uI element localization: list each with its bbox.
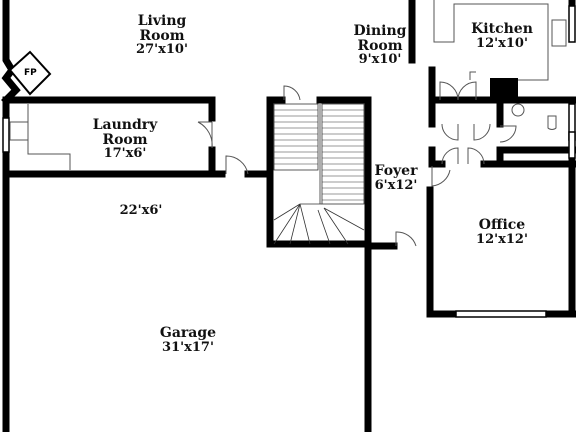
toilet	[547, 115, 557, 130]
office-label: Office 12'x12'	[462, 218, 542, 246]
bath-sink	[511, 103, 525, 117]
window-office-bottom	[455, 310, 547, 318]
stair-flight-left	[273, 103, 319, 171]
laundry-counter	[27, 104, 71, 170]
living-room-name-line1: Living	[137, 13, 187, 29]
laundry-walls	[2, 96, 216, 122]
hall-dims: 22'x6'	[119, 203, 163, 218]
stove	[551, 19, 567, 47]
dining-room-label: Dining Room 9'x10'	[340, 24, 420, 67]
foyer-label: Foyer 6'x12'	[364, 164, 428, 192]
fireplace-label: FP	[24, 68, 37, 78]
garage-label: Garage 31'x17'	[146, 326, 230, 354]
garage-dims: 31'x17'	[162, 339, 214, 355]
laundry-room-name-line2: Room	[102, 131, 148, 148]
dining-room-name-line2: Room	[357, 37, 403, 54]
kitchen-counter	[433, 0, 549, 81]
door-laundry	[197, 121, 213, 149]
kitchen-island	[469, 71, 476, 80]
window-laundry	[2, 117, 10, 153]
door-bath	[499, 125, 517, 143]
door-hall	[225, 155, 249, 175]
window-office-side	[568, 131, 576, 159]
living-room-label: Living Room 27'x10'	[120, 14, 204, 57]
laundry-sink	[9, 121, 29, 141]
window-kitchen-right	[568, 5, 576, 43]
closet-walls	[428, 96, 504, 168]
hall-label: 22'x6'	[108, 204, 174, 218]
stair-winder	[273, 203, 365, 245]
office-dims: 12'x12'	[476, 231, 528, 247]
refrigerator	[490, 78, 518, 100]
foyer-name: Foyer	[374, 163, 418, 179]
bath-walls	[496, 96, 576, 154]
foyer-dims: 6'x12'	[374, 177, 418, 193]
living-room-name-line2: Room	[139, 27, 185, 44]
stair-enclosure	[266, 96, 372, 248]
kitchen-name: Kitchen	[471, 21, 533, 37]
stair-flight-right	[321, 103, 365, 205]
door-stair	[283, 85, 301, 101]
stair-treads	[274, 109, 364, 201]
door-closet-lower	[441, 147, 485, 165]
kitchen-dims: 12'x10'	[476, 35, 528, 51]
laundry-room-label: Laundry Room 17'x6'	[82, 118, 168, 161]
door-pantry-right	[457, 81, 477, 101]
living-room-dims: 27'x10'	[136, 42, 188, 58]
door-foyer	[395, 231, 417, 247]
fireplace-box	[8, 50, 52, 96]
laundry-room-dims: 17'x6'	[103, 146, 147, 162]
door-office	[431, 166, 451, 187]
dining-room-dims: 9'x10'	[358, 52, 402, 68]
office-name: Office	[478, 217, 526, 233]
exterior-wall-left-upper	[1, 0, 21, 105]
kitchen-label: Kitchen 12'x10'	[462, 22, 542, 50]
dining-room-name-line1: Dining	[353, 23, 407, 39]
garage-name: Garage	[159, 325, 217, 341]
laundry-room-name-line1: Laundry	[92, 117, 158, 133]
office-left-wall	[426, 186, 576, 318]
door-closet-upper	[441, 123, 491, 141]
